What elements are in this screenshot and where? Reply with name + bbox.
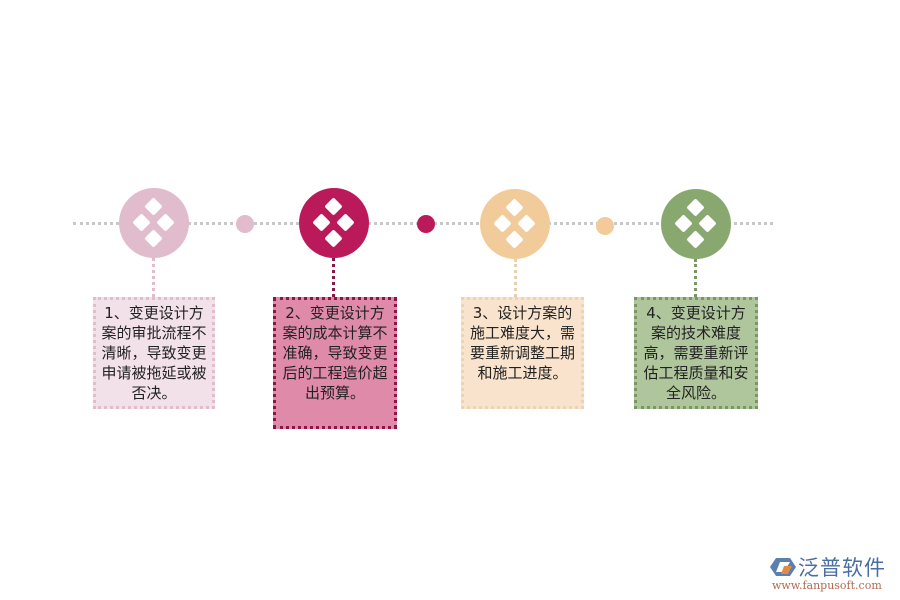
step-2-text: 2、变更设计方案的成本计算不准确，导致变更后的工程造价超出预算。 [282,304,388,402]
step-2-circle [299,188,369,258]
step-1-circle [119,188,189,258]
connector-dot-3 [596,217,614,235]
step-4-connector [694,259,697,297]
step-4-text: 4、变更设计方案的技术难度高，需要重新评估工程质量和安全风险。 [643,304,749,402]
step-3-box: 3、设计方案的施工难度大，需要重新调整工期和施工进度。 [461,297,584,409]
brand-logo: 泛普软件 www.fanpusoft.com [768,552,896,596]
step-3-connector [514,259,517,297]
step-3-circle [480,189,550,259]
connector-dot-1 [236,215,254,233]
step-2-box: 2、变更设计方案的成本计算不准确，导致变更后的工程造价超出预算。 [273,297,397,429]
step-1-box: 1、变更设计方案的审批流程不清晰，导致变更申请被拖延或被否决。 [93,297,215,409]
step-3-text: 3、设计方案的施工难度大，需要重新调整工期和施工进度。 [469,304,575,382]
step-2-connector [332,258,335,297]
step-4-circle [661,189,731,259]
logo-name: 泛普软件 [798,556,886,580]
step-1-text: 1、变更设计方案的审批流程不清晰，导致变更申请被拖延或被否决。 [101,304,207,402]
step-4-box: 4、变更设计方案的技术难度高，需要重新评估工程质量和安全风险。 [634,297,758,409]
connector-dot-2 [417,215,435,233]
step-1-connector [152,258,155,297]
logo-url: www.fanpusoft.com [772,579,882,592]
logo-mark-icon [770,558,796,576]
